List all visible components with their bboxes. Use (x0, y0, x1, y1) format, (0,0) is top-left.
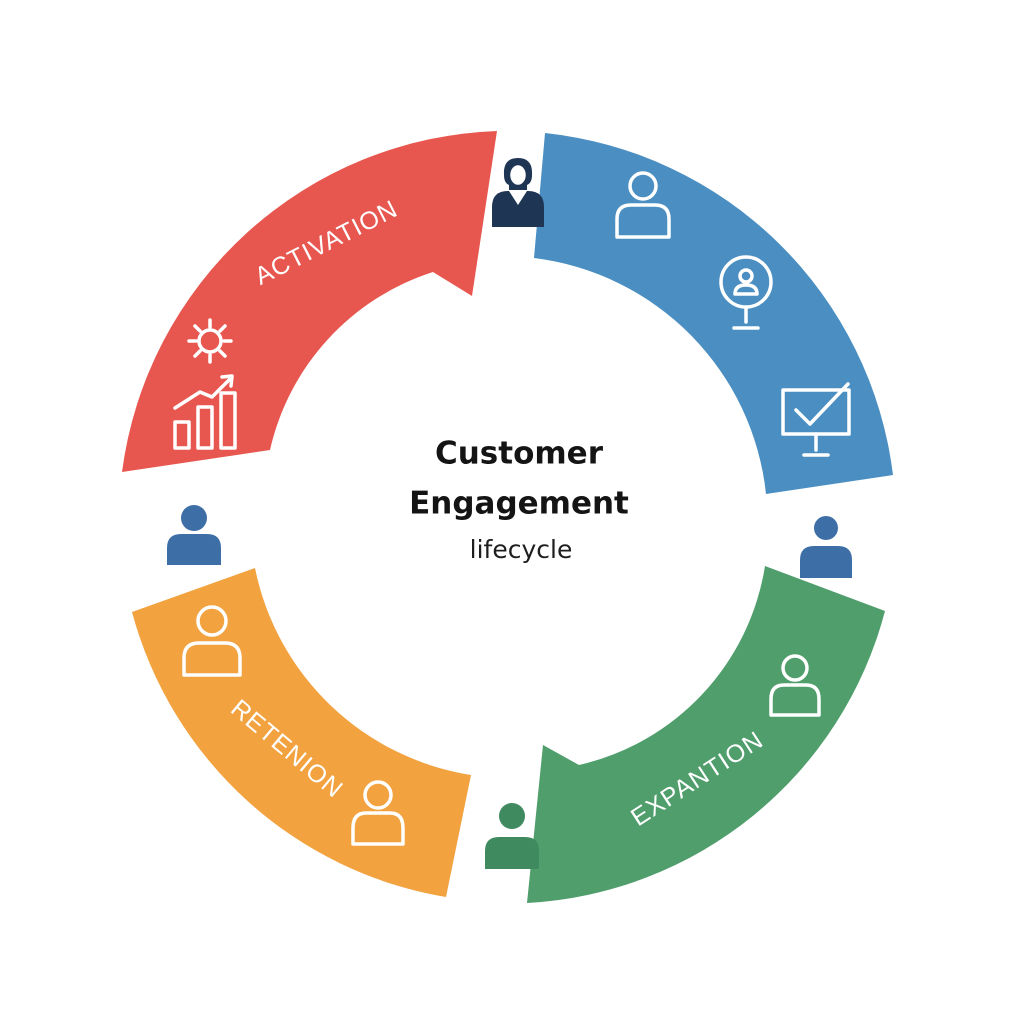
center-subtitle: lifecycle (470, 535, 573, 564)
center-title-line1: Customer (435, 436, 604, 472)
segment-activation (122, 131, 497, 472)
user-icon (351, 780, 405, 846)
person-green-icon (485, 803, 539, 869)
center-title-line2: Engagement (409, 486, 629, 522)
user-icon (769, 654, 821, 717)
person-blue-icon (167, 505, 221, 565)
gear-icon (187, 318, 233, 364)
segment-top-right (534, 133, 893, 494)
user-icon (615, 171, 671, 239)
user-badge-icon (719, 255, 773, 330)
bar-chart-growth-icon (173, 374, 237, 450)
segment-retention (132, 568, 471, 897)
person-blue-icon (800, 516, 852, 578)
monitor-check-icon (781, 382, 851, 457)
person-female-icon (492, 158, 544, 227)
user-icon (182, 605, 242, 677)
segment-expansion (527, 566, 885, 903)
